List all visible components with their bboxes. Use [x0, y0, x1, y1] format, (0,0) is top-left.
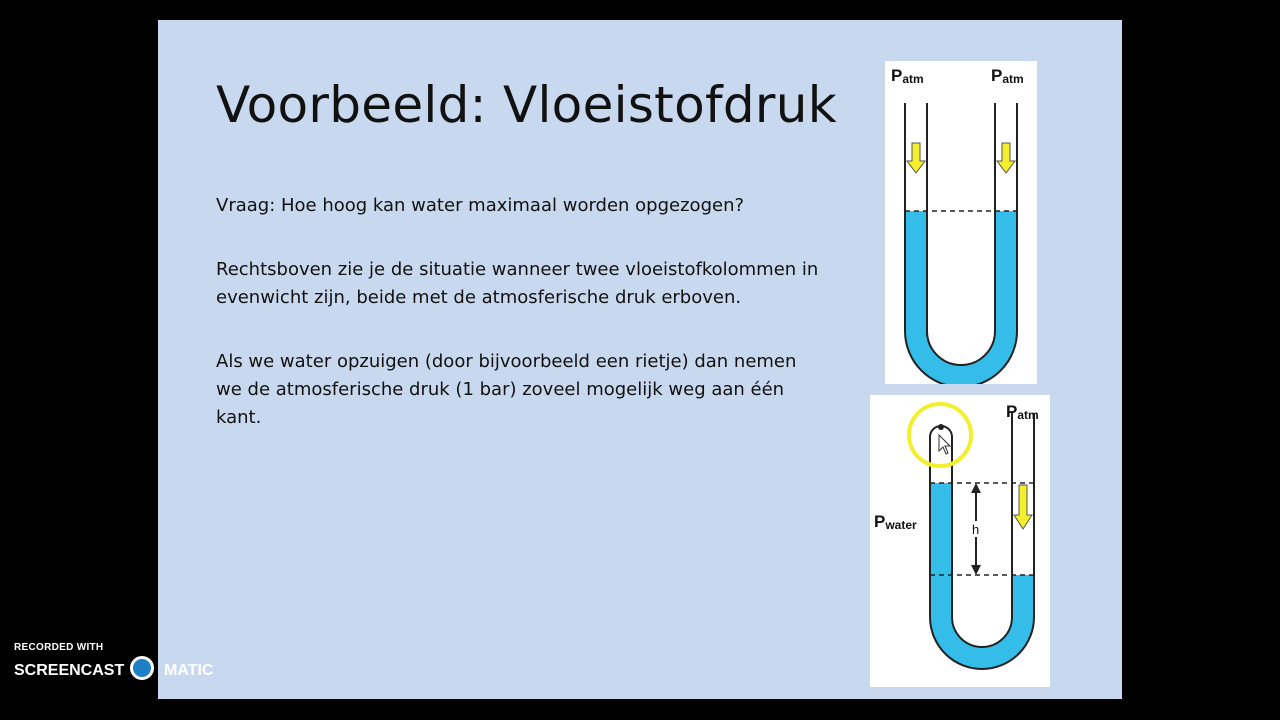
height-label: h: [972, 522, 979, 537]
mouse-cursor-icon: [938, 433, 952, 455]
question-paragraph: Vraag: Hoe hoog kan water maximaal worde…: [216, 195, 745, 216]
pwater-label: Pwater: [874, 512, 917, 532]
patm-label: Patm: [1006, 402, 1039, 422]
equilibrium-paragraph: Rechtsboven zie je de situatie wanneer t…: [216, 259, 819, 308]
right-pressure-arrow: [1013, 484, 1033, 530]
u-tube-suction-diagram: h Patm Pwater: [870, 395, 1050, 687]
left-pressure-arrow: [906, 142, 926, 174]
watermark-brand-left: SCREENCAST: [14, 662, 125, 679]
tube-inner-wall: [926, 103, 996, 366]
watermark-brand-right: MATIC: [164, 662, 214, 679]
slide: Voorbeeld: Vloeistofdruk Vraag: Hoe hoog…: [158, 20, 1122, 699]
right-pressure-arrow: [996, 142, 1016, 174]
tube-outer-wall: [904, 103, 1018, 384]
seal-dot: [938, 424, 944, 430]
slide-title: Voorbeeld: Vloeistofdruk: [216, 76, 838, 134]
tube-outer-wall: [929, 413, 1035, 670]
suction-paragraph: Als we water opzuigen (door bijvoorbeeld…: [216, 351, 797, 428]
left-patm-label: Patm: [891, 66, 924, 86]
right-patm-label: Patm: [991, 66, 1024, 86]
watermark-recorded-with: RECORDED WITH: [14, 642, 104, 653]
u-tube-equilibrium-diagram: Patm Patm: [885, 61, 1037, 384]
water-fill: [905, 211, 1017, 384]
tube-inner-wall: [951, 413, 1013, 648]
screencast-logo-icon: [130, 656, 154, 680]
water-fill: [930, 483, 1034, 669]
screencast-watermark: RECORDED WITH SCREENCAST MATIC: [14, 642, 213, 680]
highlight-ring: [907, 402, 973, 468]
